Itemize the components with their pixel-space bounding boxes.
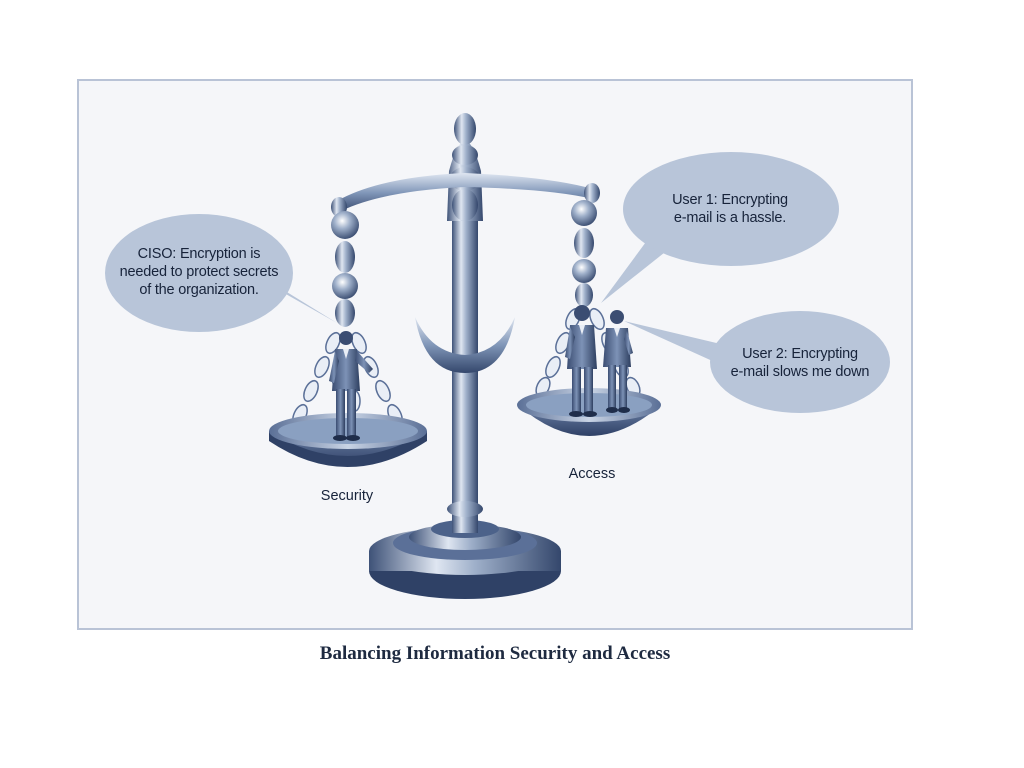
security-pan-label: Security xyxy=(320,488,374,504)
ciso-bubble-line: CISO: Encryption is xyxy=(137,246,261,262)
user2-bubble-line: User 2: Encrypting xyxy=(742,346,858,362)
ciso-speech-bubble xyxy=(105,214,337,332)
access-pan-label: Access xyxy=(568,466,616,482)
right-hanger xyxy=(571,200,597,307)
scale-beam xyxy=(331,173,600,217)
user2-bubble-line: e-mail slows me down xyxy=(730,364,870,380)
user2-figure xyxy=(603,310,633,413)
figure-frame: CISO: Encryption is needed to protect se… xyxy=(77,79,913,630)
user1-bubble-line: User 1: Encrypting xyxy=(672,192,788,208)
user1-figure xyxy=(565,305,597,417)
ciso-bubble-text: CISO: Encryption is needed to protect se… xyxy=(104,245,294,299)
user2-bubble-text: User 2: Encrypting e-mail slows me down xyxy=(710,345,890,381)
ciso-bubble-line: of the organization. xyxy=(139,282,259,298)
user2-speech-bubble xyxy=(624,311,890,413)
user1-bubble-line: e-mail is a hassle. xyxy=(673,210,787,226)
left-hanger xyxy=(331,211,359,327)
scale-base xyxy=(369,520,561,599)
figure-caption: Balancing Information Security and Acces… xyxy=(319,643,671,664)
crescent-ornament xyxy=(415,317,515,373)
user1-bubble-text: User 1: Encrypting e-mail is a hassle. xyxy=(630,191,830,227)
balance-scale-illustration xyxy=(105,113,890,599)
ciso-figure xyxy=(329,331,373,441)
user1-speech-bubble xyxy=(601,152,839,303)
ciso-bubble-line: needed to protect secrets xyxy=(119,264,279,280)
